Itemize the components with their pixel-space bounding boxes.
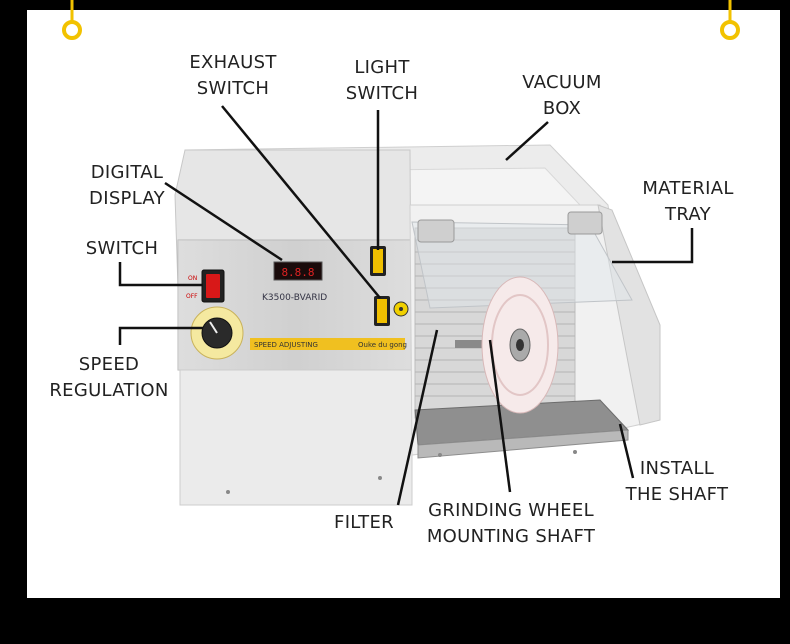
clear-shield <box>411 221 633 309</box>
leader-install <box>618 423 635 479</box>
leader-speed <box>118 326 203 345</box>
label-install-line-2: THE SHAFT <box>625 484 729 505</box>
leader-grinding <box>488 339 512 493</box>
svg-text:8.8.8: 8.8.8 <box>281 266 314 279</box>
label-switch: SWITCH <box>80 236 164 262</box>
model-text: K3500-BVARID <box>262 293 327 303</box>
leader-exhaust <box>221 105 381 299</box>
switch-on-text: ON <box>188 275 197 282</box>
leader-filter <box>396 329 439 506</box>
label-grinding-line-1: GRINDING WHEEL <box>428 500 594 521</box>
leader-vacuum <box>505 121 549 161</box>
label-vacuum-line-1: VACUUM <box>522 72 602 93</box>
leader-lines <box>118 105 694 506</box>
label-light-line-1: LIGHT <box>354 57 410 78</box>
leader-switch <box>118 262 203 287</box>
label-vacuum-line-2: BOX <box>542 98 582 119</box>
label-grinding-line-2: MOUNTING SHAFT <box>426 526 596 547</box>
label-grinding-wheel: GRINDING WHEEL MOUNTING SHAFT <box>418 498 604 550</box>
label-material-line-1: MATERIAL <box>642 178 734 199</box>
label-switch-line-1: SWITCH <box>85 238 159 259</box>
label-digital-line-2: DISPLAY <box>89 188 165 209</box>
label-light-switch: LIGHT SWITCH <box>340 55 424 107</box>
leader-material <box>612 228 694 264</box>
label-filter: FILTER <box>328 510 400 536</box>
label-speed-line-2: REGULATION <box>49 380 169 401</box>
label-digital-display: DIGITAL DISPLAY <box>82 160 172 212</box>
leader-digital <box>164 181 283 262</box>
hook-left <box>62 0 82 40</box>
label-exhaust-line-2: SWITCH <box>196 78 270 99</box>
label-light-line-2: SWITCH <box>345 83 419 104</box>
hinge-left <box>417 219 455 243</box>
brand-text: Ouke du gong <box>358 341 407 349</box>
label-filter-line-1: FILTER <box>334 512 394 533</box>
hinge-right <box>567 211 603 235</box>
label-speed-regulation: SPEED REGULATION <box>42 352 176 404</box>
polishing-machine: 8.8.8 K3500-BVARID SPEED ADJUSTING Ouke … <box>174 144 661 506</box>
label-exhaust-line-1: EXHAUST <box>189 52 277 73</box>
panel-strip-text: SPEED ADJUSTING <box>254 341 318 349</box>
label-material-tray: MATERIAL TRAY <box>636 176 740 228</box>
hook-right <box>720 0 740 40</box>
switch-off-text: OFF <box>186 293 198 300</box>
label-vacuum-box: VACUUM BOX <box>512 70 612 122</box>
label-digital-line-1: DIGITAL <box>90 162 164 183</box>
label-speed-line-1: SPEED <box>78 354 140 375</box>
label-install-line-1: INSTALL <box>639 458 715 479</box>
digital-display <box>273 261 323 281</box>
label-exhaust-switch: EXHAUST SWITCH <box>178 50 288 102</box>
label-install-shaft: INSTALL THE SHAFT <box>622 456 732 508</box>
label-material-line-2: TRAY <box>665 204 711 225</box>
